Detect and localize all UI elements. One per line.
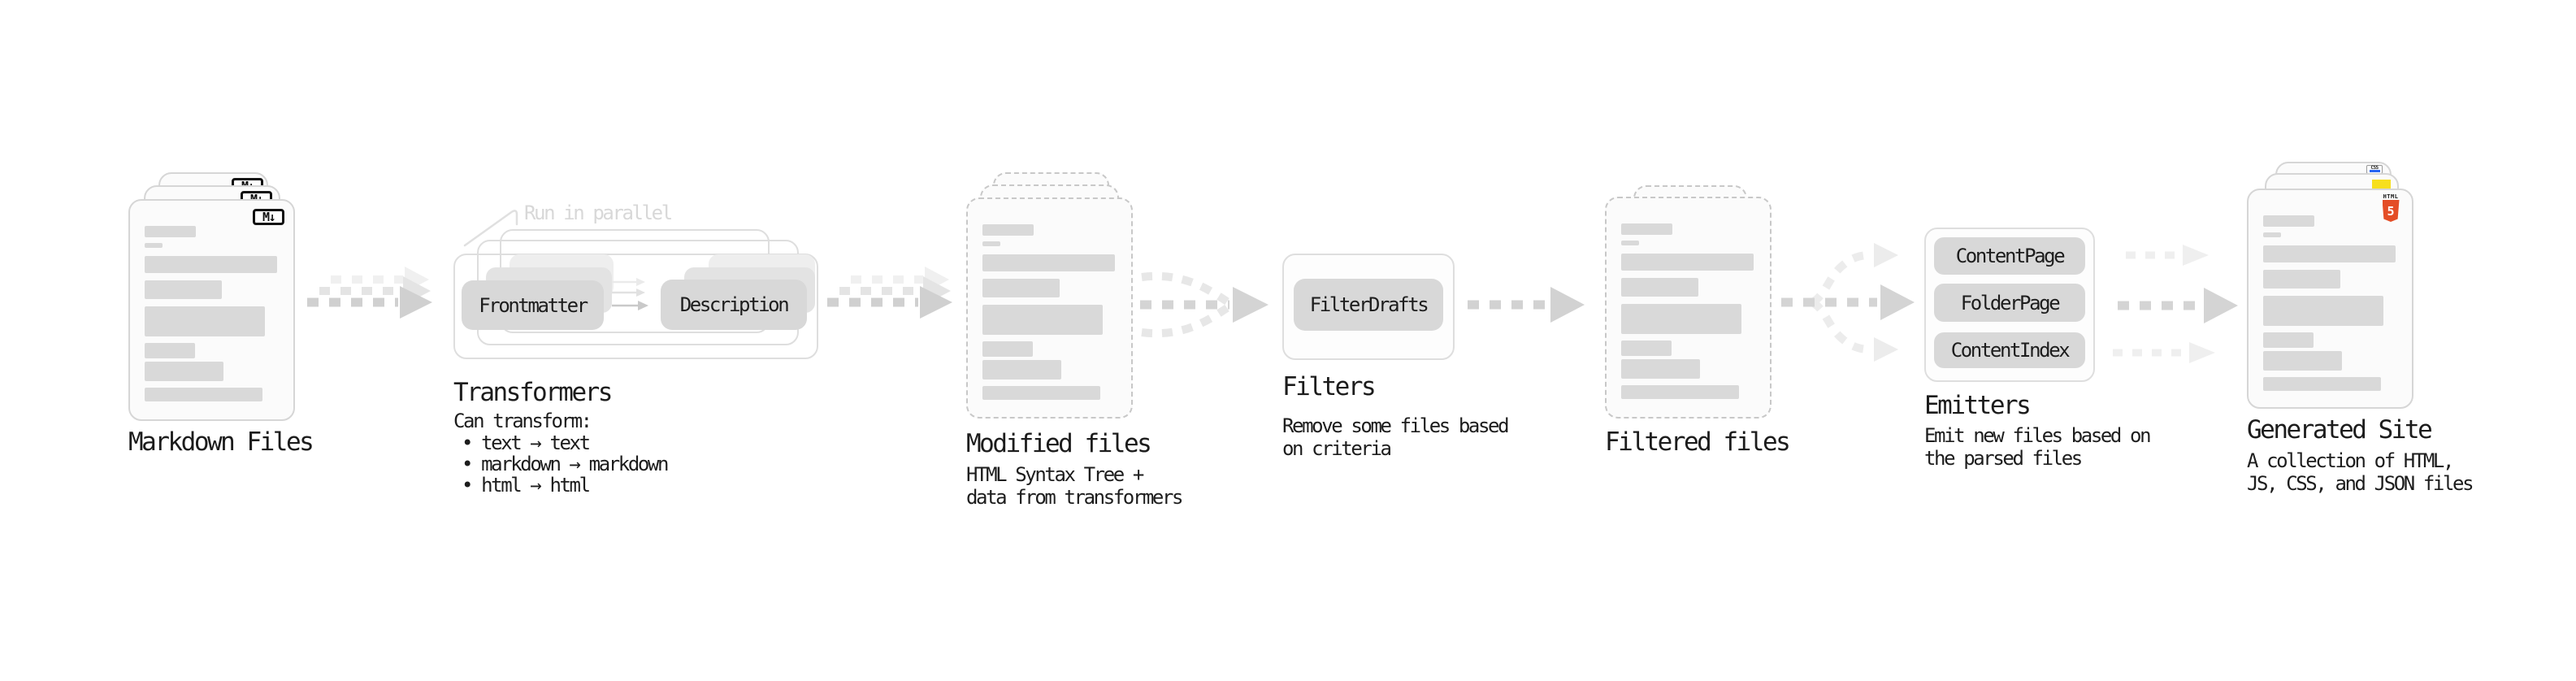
modified-files-label: Modified files — [966, 429, 1152, 458]
doc-placeholder-bars — [1621, 198, 1770, 417]
flow-arrow-markdown-to-transformers — [307, 267, 432, 319]
modified-file-card-front — [966, 197, 1133, 419]
flow-arrow-modified-to-filters — [1140, 271, 1268, 338]
flow-arrow-transformers-to-modified — [827, 267, 952, 319]
transformer-layer-front — [453, 254, 818, 359]
transformers-caption-title: Can transform: — [453, 410, 592, 432]
transformers-bullet-list: • text → text • markdown → markdown • ht… — [462, 432, 669, 497]
filterdrafts-pill: FilterDrafts — [1294, 279, 1443, 331]
filters-caption: Remove some files based on criteria — [1282, 414, 1510, 460]
doc-placeholder-bars — [982, 199, 1131, 417]
bullet-item: • html → html — [462, 474, 591, 497]
description-pill: Description — [661, 280, 807, 330]
filtered-file-card-front — [1605, 197, 1772, 419]
generated-site-caption: A collection of HTML, JS, CSS, and JSON … — [2247, 449, 2474, 495]
css-icon-label: CSS — [2370, 165, 2379, 171]
frontmatter-pill: Frontmatter — [462, 280, 604, 330]
site-file-card-html: HTML 5 — [2247, 189, 2413, 409]
note-callout-line — [463, 210, 518, 247]
transformers-label: Transformers — [453, 378, 613, 407]
parallel-arrows-icon — [612, 278, 648, 310]
folderpage-pill: FolderPage — [1934, 284, 2085, 322]
doc-placeholder-bars — [145, 201, 293, 419]
markdown-files-label: Markdown Files — [128, 427, 314, 457]
run-in-parallel-note: Run in parallel — [524, 202, 673, 224]
flow-arrow-filters-to-filtered — [1468, 287, 1585, 323]
html5-icon: HTML 5 — [2382, 193, 2400, 222]
contentindex-pill: ContentIndex — [1934, 332, 2085, 368]
bullet-item: • markdown → markdown — [462, 453, 669, 475]
markdown-icon: M↓ — [253, 209, 284, 225]
html5-icon-word: HTML — [2383, 193, 2399, 200]
contentpage-pill: ContentPage — [1934, 237, 2085, 275]
css-icon-underline — [2369, 170, 2380, 172]
doc-placeholder-bars — [2263, 190, 2412, 407]
emitters-caption: Emit new files based on the parsed files — [1924, 424, 2152, 470]
flow-arrow-filtered-to-emitters — [1781, 243, 1915, 362]
modified-files-caption: HTML Syntax Tree + data from transformer… — [966, 463, 1183, 509]
filters-label: Filters — [1282, 372, 1377, 401]
filtered-files-label: Filtered files — [1605, 427, 1791, 457]
emitters-label: Emitters — [1924, 391, 2032, 420]
html5-icon-number: 5 — [2387, 204, 2395, 219]
html5-icon-shield: 5 — [2382, 200, 2400, 222]
js-file-icon — [2372, 180, 2391, 189]
markdown-file-card-front: M↓ — [128, 199, 295, 421]
generated-site-label: Generated Site — [2247, 415, 2433, 445]
flow-arrow-emitters-to-site — [2113, 245, 2238, 363]
bullet-item: • text → text — [462, 432, 591, 454]
